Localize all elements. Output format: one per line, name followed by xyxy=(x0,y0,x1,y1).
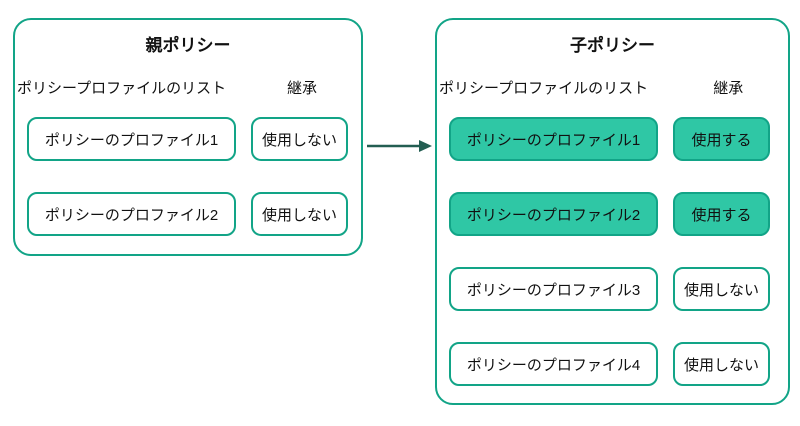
profile-row: ポリシーのプロファイル2 使用する xyxy=(449,192,776,236)
parent-inherit-header: 継承 xyxy=(286,80,317,97)
inherit-status-pill: 使用しない xyxy=(673,342,770,386)
profile-pill: ポリシーのプロファイル3 xyxy=(449,267,658,311)
profile-row: ポリシーのプロファイル2 使用しない xyxy=(27,192,349,236)
child-policy-title: 子ポリシー xyxy=(570,36,655,55)
child-inherit-header: 継承 xyxy=(713,80,744,97)
profile-pill: ポリシーのプロファイル1 xyxy=(27,117,236,161)
profile-row: ポリシーのプロファイル1 使用しない xyxy=(27,117,349,161)
inherit-status-pill: 使用する xyxy=(673,117,770,161)
inherit-status-pill: 使用しない xyxy=(251,192,348,236)
parent-profile-rows: ポリシーのプロファイル1 使用しないポリシーのプロファイル2 使用しない xyxy=(27,117,349,236)
profile-pill: ポリシーのプロファイル2 xyxy=(27,192,236,236)
profile-pill: ポリシーのプロファイル1 xyxy=(449,117,658,161)
child-profile-list-header: ポリシープロファイルのリスト xyxy=(439,80,649,97)
parent-header-row: ポリシープロファイルのリスト 継承 xyxy=(17,77,349,98)
profile-row: ポリシーのプロファイル3 使用しない xyxy=(449,267,776,311)
parent-policy-panel: 親ポリシー ポリシープロファイルのリスト 継承 ポリシーのプロファイル1 使用しな… xyxy=(13,18,363,256)
parent-policy-title: 親ポリシー xyxy=(145,36,231,55)
child-policy-panel: 子ポリシー ポリシープロファイルのリスト 継承 ポリシーのプロファイル1 使用する… xyxy=(435,18,790,405)
inherit-status-pill: 使用しない xyxy=(251,117,348,161)
parent-profile-list-header: ポリシープロファイルのリスト xyxy=(17,80,227,97)
profile-row: ポリシーのプロファイル4 使用しない xyxy=(449,342,776,386)
profile-pill: ポリシーのプロファイル2 xyxy=(449,192,658,236)
profile-pill: ポリシーのプロファイル4 xyxy=(449,342,658,386)
child-header-row: ポリシープロファイルのリスト 継承 xyxy=(439,77,776,98)
inherit-status-pill: 使用しない xyxy=(673,267,770,311)
profile-row: ポリシーのプロファイル1 使用する xyxy=(449,117,776,161)
inheritance-arrow xyxy=(367,140,432,152)
inherit-status-pill: 使用する xyxy=(673,192,770,236)
